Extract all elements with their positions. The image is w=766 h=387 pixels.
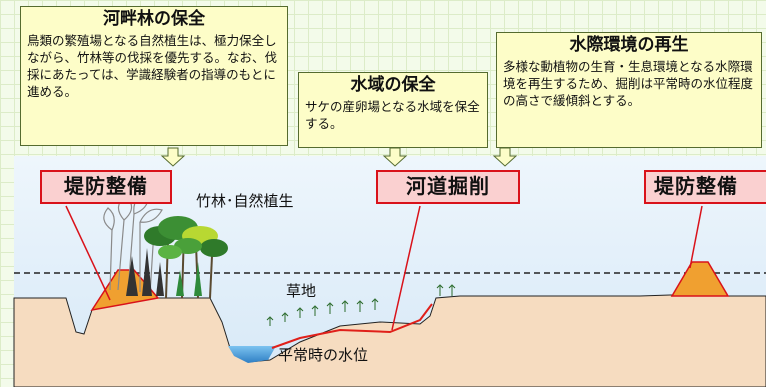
waterside-callout: 水際環境の再生 多様な動植物の生育・生息環境となる水際環境を再生するため、掘削は… <box>496 32 762 148</box>
riparian-callout: 河畔林の保全 鳥類の繁殖場となる自然植生は、極力保全しながら、竹林等の伐採を優先… <box>20 6 288 146</box>
channel-label: 河道掘削 <box>376 170 520 204</box>
levee-left-leader <box>65 205 111 301</box>
levee-right-label: 堤防整備 <box>644 170 766 204</box>
river-water <box>228 346 276 363</box>
levee-right-leader <box>689 205 703 269</box>
water-callout: 水域の保全 サケの産卵場となる水域を保全する。 <box>298 72 488 148</box>
vegetation-label: 竹林･自然植生 <box>196 192 294 210</box>
conifer-trees <box>126 248 164 296</box>
grass-tufts <box>266 284 456 326</box>
riparian-body: 鳥類の繁殖場となる自然植生は、極力保全しながら、竹林等の伐採を優先する。なお、伐… <box>27 33 278 99</box>
riparian-title: 河畔林の保全 <box>103 9 205 29</box>
waterside-body: 多様な動植物の生育・生息環境となる水際環境を再生するため、掘削は平常時の水位程度… <box>503 59 754 108</box>
natural-vegetation <box>144 216 228 299</box>
water-level-label: 平常時の水位 <box>278 346 369 364</box>
callout-arrows <box>160 147 518 167</box>
water-title: 水域の保全 <box>350 75 436 95</box>
water-body: サケの産卵場となる水域を保全する。 <box>305 99 480 131</box>
excavation-line <box>271 303 433 349</box>
right-levee <box>670 261 730 297</box>
waterside-title: 水際環境の再生 <box>569 35 689 55</box>
channel-leader <box>391 205 421 331</box>
grass-label: 草地 <box>286 282 317 300</box>
levee-left-label: 堤防整備 <box>40 170 172 204</box>
